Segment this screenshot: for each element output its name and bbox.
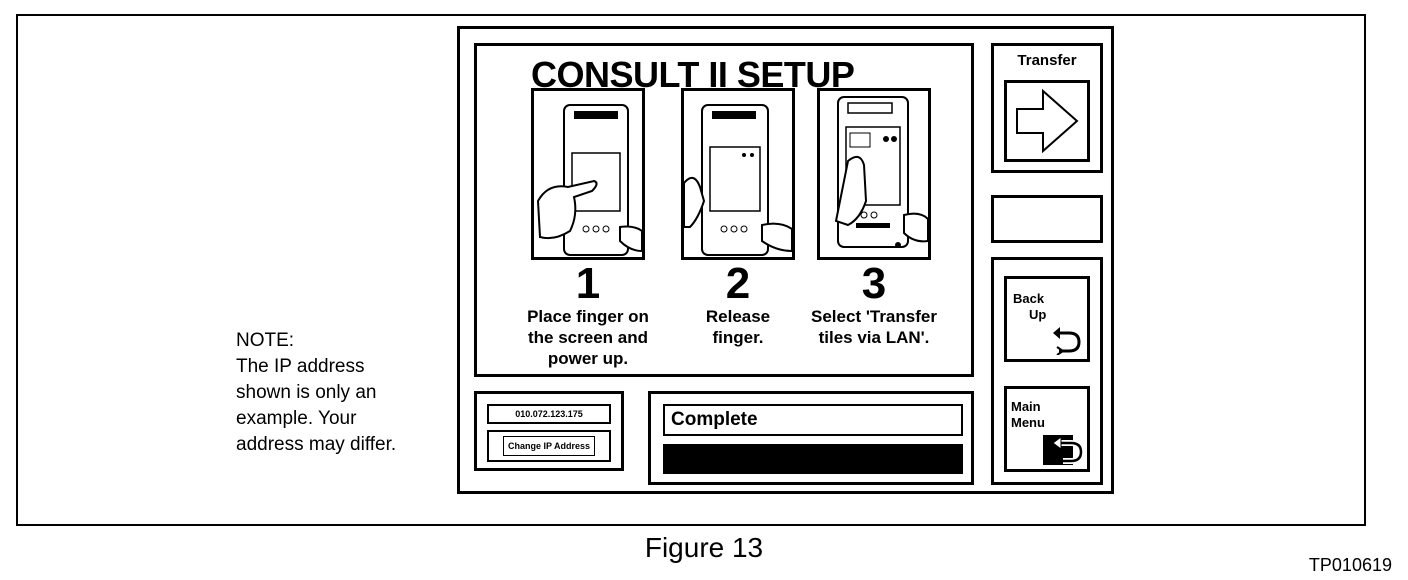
note-line: address may differ.: [236, 434, 397, 455]
main-menu-label-line: Main: [1011, 399, 1041, 414]
return-arrow-icon: [1053, 327, 1081, 355]
step-3-text: Select 'Transfer tiles via LAN'.: [804, 306, 944, 348]
step-1-text: Place finger on the screen and power up.: [518, 306, 658, 369]
progress-bar: [663, 444, 963, 474]
step-3-illustration: [817, 88, 931, 260]
step-2-illustration: [681, 88, 795, 260]
back-up-label-line: Back: [1013, 291, 1045, 306]
note-text: NOTE: The IP address shown is only an ex…: [236, 328, 396, 458]
return-arrow-icon: [1043, 435, 1085, 465]
main-menu-button[interactable]: Main Menu: [1004, 386, 1090, 472]
note-line: shown is only an: [236, 382, 377, 403]
main-menu-label: Main Menu: [1011, 399, 1045, 431]
step-2-text: Release finger.: [678, 306, 798, 348]
navigation-button-group: Back Up Main Menu: [991, 257, 1103, 485]
figure-caption: Figure 13: [644, 532, 764, 563]
status-text: Complete: [663, 404, 963, 436]
note-line: example. Your: [236, 408, 357, 429]
step-text-line: tiles via LAN'.: [818, 328, 930, 347]
step-2-number: 2: [725, 259, 751, 308]
blank-display-box: [991, 195, 1103, 243]
ip-address-value: 010.072.123.175: [487, 404, 611, 424]
device-screen: CONSULT II SETUP: [457, 26, 1114, 494]
figure-id: TP010619: [1308, 555, 1392, 575]
change-ip-address-button[interactable]: Change IP Address: [487, 430, 611, 462]
step-text-line: Select 'Transfer: [811, 307, 937, 326]
step-3-number: 3: [861, 259, 887, 308]
step-text-line: the screen and: [528, 328, 648, 347]
back-up-button[interactable]: Back Up: [1004, 276, 1090, 362]
transfer-label: Transfer: [1017, 52, 1077, 69]
step-text-line: Release: [705, 307, 771, 326]
step-1-number: 1: [575, 259, 601, 308]
main-menu-label-line: Menu: [1011, 415, 1045, 430]
step-1-illustration: [531, 88, 645, 260]
step-text-line: Place finger on: [527, 307, 649, 326]
step-text-line: finger.: [712, 328, 764, 347]
ip-address-panel: 010.072.123.175 Change IP Address: [474, 391, 624, 471]
transfer-button[interactable]: Transfer: [991, 43, 1103, 173]
note-line: NOTE:: [236, 330, 295, 351]
back-up-label: Back Up: [1013, 291, 1046, 323]
right-arrow-icon: [1004, 80, 1090, 162]
status-panel: Complete: [648, 391, 974, 485]
setup-instructions-panel: CONSULT II SETUP: [474, 43, 974, 377]
back-up-label-line: Up: [1029, 307, 1047, 322]
note-line: The IP address: [236, 356, 365, 377]
setup-title: CONSULT II SETUP: [531, 54, 855, 95]
step-text-line: power up.: [547, 349, 629, 368]
change-ip-address-label: Change IP Address: [502, 436, 596, 456]
figure-frame: [16, 14, 1366, 526]
